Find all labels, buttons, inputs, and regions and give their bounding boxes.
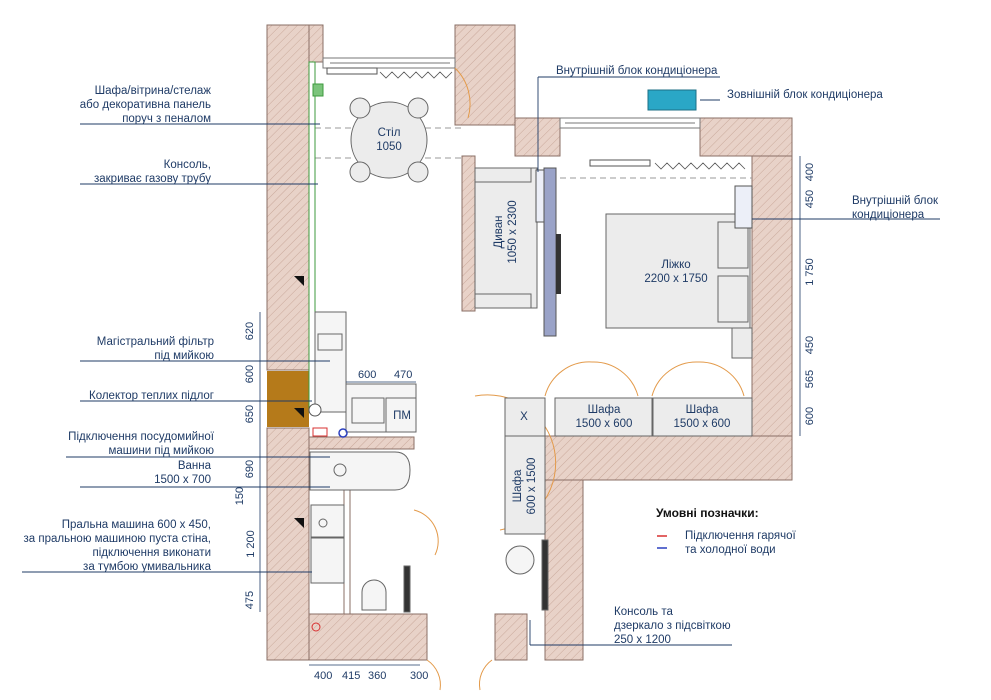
leader-lines [22,76,940,646]
label-sofa: Диван 1050 х 2300 [493,200,519,264]
callout-bath: Ванна 1500 х 700 [154,460,211,486]
tv [556,234,561,294]
callout-washer: Пральна машина 600 х 450, за пральною ма… [23,519,211,573]
dim-right-5: 565 [804,369,816,389]
bath-fixtures [309,451,549,613]
walls [266,24,793,661]
dishwasher-connection [312,427,328,437]
curtain-bedroom [654,162,746,170]
callout-dishwasher: Підключення посудомийної машини під мийк… [68,431,214,457]
label-wardrobe-2: Шафа 1500 х 600 [673,404,731,430]
callout-console-gas: Консоль, закриває газову трубу [93,159,211,185]
dim-left-1: 620 [244,321,256,341]
windows [322,57,701,129]
dim-right-6: 600 [804,406,816,426]
riser-markers [294,276,304,528]
dining-table [349,97,429,183]
wardrobes [504,397,753,535]
dim-right-2: 450 [804,189,816,209]
dim-kitchen-2: 470 [394,369,413,381]
ac-indoor-unit-1 [535,169,545,223]
dim-left-4: 690 [244,459,256,479]
bed [605,213,753,359]
dim-left-6: 1 200 [245,530,257,558]
legend-item-2: та холодної води [685,544,776,556]
cold-water-point [338,428,348,438]
dim-kitchen-1: 600 [358,369,377,381]
ac-indoor-unit-2 [734,185,753,229]
label-wardrobe-1: Шафа 1500 х 600 [575,404,633,430]
dim-left-5: 150 [234,486,246,506]
curtain-kitchen [379,71,453,79]
dim-bottom-2: 415 [342,670,361,682]
dim-right-3: 1 750 [804,258,816,286]
radiators [326,67,651,167]
callout-cabinet: Шафа/вітрина/стелаж або декоративна пане… [79,85,211,125]
legend-item-1: Підключення гарячої [685,530,796,542]
tv-panel [543,167,557,337]
callout-filter: Магістральний фільтр під мийкою [96,336,214,362]
label-wardrobe-3: Шафа 600 х 1500 [512,457,538,515]
label-table: Стіл 1050 [376,127,402,153]
dim-right-4: 450 [804,335,816,355]
legend-title: Умовні позначки: [656,506,759,520]
dim-bottom-1: 400 [314,670,333,682]
dim-right-1: 400 [804,162,816,182]
label-pm: ПМ [393,410,411,422]
callout-console-mirror: Консоль та дзеркало з підсвіткою 250 х 1… [614,606,731,646]
dim-bottom-4: 300 [410,670,429,682]
callout-ac-indoor-top: Внутрішній блок кондиціонера [556,65,718,77]
sofa [474,167,538,309]
dimension-lines [259,156,801,666]
dim-left-2: 600 [244,364,256,384]
label-bed: Ліжко 2200 х 1750 [644,259,708,285]
dim-left-7: 475 [244,590,256,610]
callout-collector: Колектор теплих підлог [89,390,214,402]
drain-point [311,622,321,632]
underfloor-collector [267,371,309,427]
water-fitting [308,403,322,417]
label-x: Х [520,411,528,423]
ac-outdoor-unit [647,89,697,111]
dim-left-3: 650 [244,404,256,424]
callout-ac-indoor-right: Внутрішній блок кондиціонера [852,195,939,221]
callout-ac-outdoor: Зовнішній блок кондиціонера [727,89,883,101]
kitchen-counter [314,311,417,433]
dim-bottom-3: 360 [368,670,387,682]
